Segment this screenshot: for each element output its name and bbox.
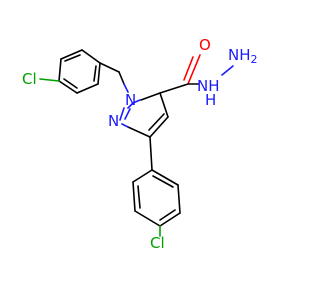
chlorine-atom-bottom: Cl: [150, 234, 165, 252]
bottom-chlorophenyl-ring: [132, 169, 181, 227]
cl-bond-top: [39, 78, 60, 82]
nh2-group-label: NH2: [228, 46, 258, 66]
nitrogen-atom-n2: N: [108, 112, 119, 130]
nh-group-label: NH: [197, 77, 220, 95]
molecule-structure-diagram: Cl N N O NH H NH2 Cl: [22, 36, 258, 252]
carbohydrazide-group: [159, 54, 234, 94]
pyrazole-ring: [119, 92, 169, 138]
top-chlorophenyl-ring: [58, 49, 101, 94]
chlorine-atom-top: Cl: [22, 70, 37, 88]
nitrogen-atom-n1: N: [125, 91, 136, 109]
nh2-main-text: NH: [228, 46, 251, 64]
nh-hydrogen-label: H: [205, 91, 216, 109]
pyrazole-aryl-bond: [149, 136, 153, 171]
oxygen-atom: O: [199, 36, 211, 54]
benzyl-linker: [99, 62, 129, 93]
nh2-subscript: 2: [251, 53, 258, 66]
